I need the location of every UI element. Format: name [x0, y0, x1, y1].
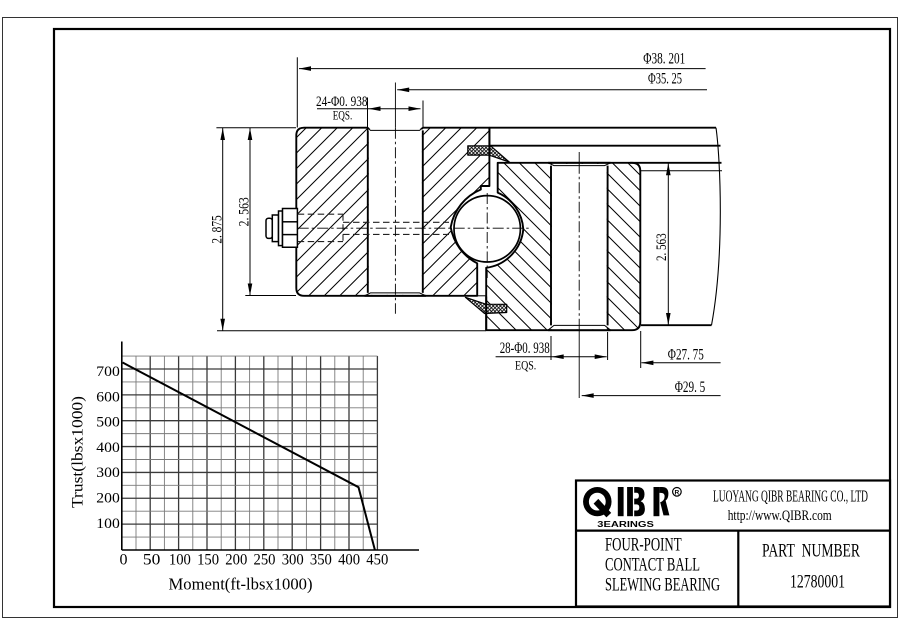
svg-text:Φ35. 25: Φ35. 25 — [648, 71, 682, 88]
svg-text:EQS.: EQS. — [333, 107, 353, 122]
svg-text:FOUR-POINT: FOUR-POINT — [605, 535, 682, 556]
svg-text:CONTACT BALL: CONTACT BALL — [605, 555, 700, 576]
svg-text:600: 600 — [96, 388, 120, 405]
svg-text:200: 200 — [96, 490, 120, 507]
svg-text:200: 200 — [225, 552, 247, 569]
svg-text:2. 563: 2. 563 — [653, 233, 670, 261]
svg-text:LUOYANG QIBR BEARING CO., LTD: LUOYANG QIBR BEARING CO., LTD — [713, 487, 868, 506]
svg-text:Trust(lbsx1000): Trust(lbsx1000) — [70, 396, 87, 508]
svg-text:300: 300 — [96, 464, 120, 481]
svg-text:Moment(ft-lbsx1000): Moment(ft-lbsx1000) — [169, 575, 313, 594]
svg-text:50: 50 — [143, 552, 161, 569]
svg-text:700: 700 — [96, 363, 120, 380]
svg-text:2. 563: 2. 563 — [235, 197, 252, 226]
svg-text:Φ29. 5: Φ29. 5 — [675, 379, 706, 396]
svg-text:http://www.QIBR.com: http://www.QIBR.com — [728, 508, 833, 524]
svg-text:SLEWING BEARING: SLEWING BEARING — [605, 575, 720, 596]
svg-text:EQS.: EQS. — [515, 358, 536, 373]
svg-text:350: 350 — [310, 552, 332, 569]
svg-text:0: 0 — [120, 552, 128, 569]
svg-text:PART NUMBER: PART NUMBER — [762, 540, 860, 561]
svg-text:3EARINGS: 3EARINGS — [597, 519, 654, 529]
svg-text:400: 400 — [96, 439, 120, 456]
svg-text:500: 500 — [96, 414, 120, 431]
svg-text:150: 150 — [197, 552, 219, 569]
svg-text:Φ27. 75: Φ27. 75 — [668, 347, 704, 364]
svg-text:300: 300 — [282, 552, 304, 569]
svg-text:250: 250 — [254, 552, 276, 569]
svg-text:12780001: 12780001 — [790, 571, 845, 592]
svg-text:2. 875: 2. 875 — [208, 215, 225, 243]
svg-text:100: 100 — [96, 515, 120, 532]
svg-text:400: 400 — [338, 552, 360, 569]
svg-text:Φ38. 201: Φ38. 201 — [643, 50, 685, 67]
svg-text:100: 100 — [169, 552, 191, 569]
svg-text:28-Φ0. 938: 28-Φ0. 938 — [500, 340, 550, 357]
svg-text:450: 450 — [366, 552, 388, 569]
svg-text:R: R — [675, 489, 680, 496]
svg-text:24-Φ0. 938: 24-Φ0. 938 — [316, 94, 368, 110]
